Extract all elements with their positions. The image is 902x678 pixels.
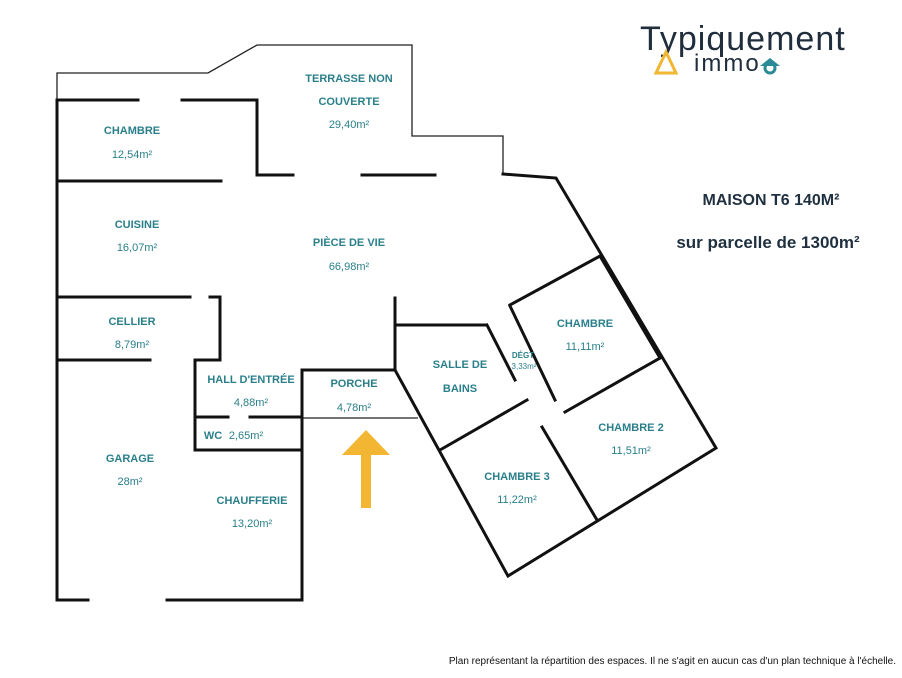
terrasse-area: 29,40m² (329, 119, 370, 131)
porche-area: 4,78m² (337, 402, 372, 414)
thin-outline (56, 44, 504, 419)
logo-mark-icon (653, 48, 780, 75)
chambre2-name: CHAMBRE 2 (598, 422, 663, 434)
cellier-area: 8,79m² (115, 339, 150, 351)
degt-name: DÉGT (512, 351, 534, 360)
piece-vie-area: 66,98m² (329, 261, 370, 273)
chambre3-area: 11,22m² (497, 494, 537, 506)
sdb-name: SALLE DE (433, 359, 487, 371)
chambre-e-name: CHAMBRE (557, 318, 613, 330)
chambre2-area: 11,51m² (611, 445, 651, 457)
logo-brand: Typiquement (640, 20, 846, 58)
chambre3-name: CHAMBRE 3 (484, 471, 549, 483)
hall-name: HALL D'ENTRÉE (207, 373, 294, 386)
porche-name: PORCHE (330, 378, 377, 390)
walls (55, 98, 719, 602)
cuisine-area: 16,07m² (117, 242, 158, 254)
wc-area: 2,65m² (229, 430, 264, 442)
plan-subtitle: sur parcelle de 1300m² (676, 233, 860, 252)
plan-title: MAISON T6 140M² (702, 192, 840, 209)
degt-area: 3,33m² (512, 362, 537, 371)
garage-name: GARAGE (106, 453, 154, 465)
chaufferie-area: 13,20m² (232, 518, 273, 530)
piece-vie-name: PIÈCE DE VIE (313, 236, 385, 249)
entrance-arrow-icon (342, 430, 390, 508)
chambre-nw-name: CHAMBRE (104, 125, 160, 137)
logo-sub: immo (694, 50, 761, 77)
chambre-e-area: 11,11m² (566, 341, 605, 353)
disclaimer: Plan représentant la répartition des esp… (448, 656, 896, 667)
hall-area: 4,88m² (234, 397, 269, 409)
chambre-nw-area: 12,54m² (112, 149, 153, 161)
chaufferie-name: CHAUFFERIE (217, 495, 288, 507)
cellier-name: CELLIER (108, 316, 155, 328)
terrasse-name2: COUVERTE (318, 96, 379, 108)
terrasse-name: TERRASSE NON (305, 73, 392, 85)
sdb-name2: BAINS (443, 383, 477, 395)
logo: Typiquement (640, 20, 846, 59)
room-labels: TERRASSE NON COUVERTE 29,40m² CHAMBRE 12… (104, 73, 664, 530)
garage-area: 28m² (117, 476, 142, 488)
wc-name: WC (204, 430, 222, 442)
cuisine-name: CUISINE (115, 219, 160, 231)
